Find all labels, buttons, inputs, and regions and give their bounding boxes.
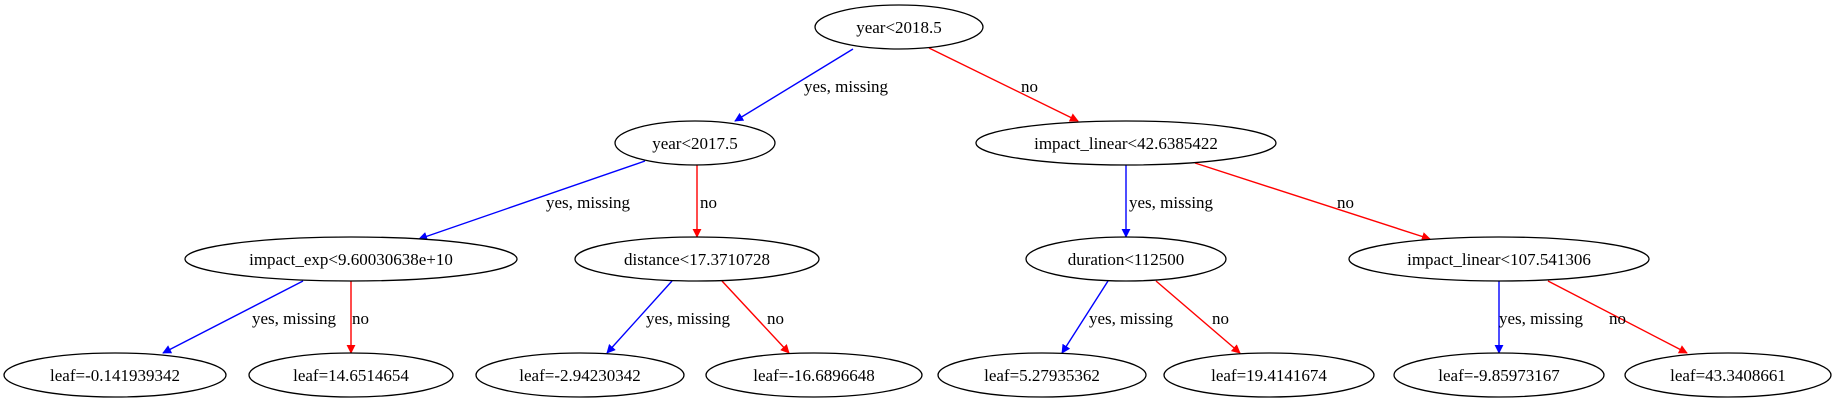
node-label-n6: impact_linear<107.541306: [1407, 250, 1591, 269]
node-ellipse-n3: [184, 236, 518, 282]
edge-yes-n0-n1: [734, 48, 854, 122]
node-label-n12: leaf=19.4141674: [1211, 366, 1327, 385]
node-ellipse-n5: [1025, 236, 1227, 282]
node-ellipse-n1: [614, 120, 776, 166]
edge-no-n2-n6: [1194, 162, 1431, 241]
edge-no-n6-n14: [1547, 280, 1688, 354]
node-ellipse-n7: [3, 352, 227, 398]
edge-no-n4-n10: [721, 280, 790, 354]
node-label-n8: leaf=14.6514654: [293, 366, 409, 385]
split-node-n3: impact_exp<9.60030638e+10: [184, 236, 518, 282]
split-node-n6: impact_linear<107.541306: [1348, 236, 1650, 282]
node-label-n0: year<2018.5: [856, 18, 942, 37]
edge-label-n6-n14: no: [1609, 309, 1626, 328]
node-ellipse-n6: [1348, 236, 1650, 282]
edge-label-n4-n10: no: [767, 309, 784, 328]
split-node-n1: year<2017.5: [614, 120, 776, 166]
node-label-n4: distance<17.3710728: [624, 250, 770, 269]
edge-no-n5-n12: [1155, 280, 1241, 354]
node-ellipse-n11: [937, 352, 1147, 398]
leaf-node-n13: leaf=-9.85973167: [1393, 352, 1605, 398]
edge-label-n2-n5: yes, missing: [1129, 193, 1214, 212]
edge-label-n6-n13: yes, missing: [1499, 309, 1584, 328]
edge-yes-n1-n3: [418, 160, 646, 241]
node-ellipse-n4: [574, 236, 820, 282]
node-ellipse-n2: [975, 120, 1277, 166]
edge-label-n0-n2: no: [1021, 77, 1038, 96]
nodes-layer: year<2018.5 year<2017.5 impact_linear<42.6…: [3, 4, 1832, 398]
leaf-node-n10: leaf=-16.6896648: [705, 352, 923, 398]
edge-label-n2-n6: no: [1337, 193, 1354, 212]
leaf-node-n11: leaf=5.27935362: [937, 352, 1147, 398]
node-label-n13: leaf=-9.85973167: [1438, 366, 1560, 385]
edge-label-n4-n9: yes, missing: [646, 309, 731, 328]
split-node-n5: duration<112500: [1025, 236, 1227, 282]
edge-label-n5-n12: no: [1212, 309, 1229, 328]
node-label-n10: leaf=-16.6896648: [753, 366, 874, 385]
node-label-n9: leaf=-2.94230342: [519, 366, 640, 385]
edge-yes-n5-n11: [1061, 280, 1109, 354]
node-label-n7: leaf=-0.141939342: [50, 366, 180, 385]
node-label-n5: duration<112500: [1068, 250, 1185, 269]
edge-yes-n3-n7: [162, 280, 304, 354]
edge-label-n3-n8: no: [352, 309, 369, 328]
node-label-n3: impact_exp<9.60030638e+10: [249, 250, 453, 269]
node-label-n1: year<2017.5: [652, 134, 738, 153]
node-label-n14: leaf=43.3408661: [1670, 366, 1786, 385]
node-label-n2: impact_linear<42.6385422: [1034, 134, 1218, 153]
edge-label-n1-n3: yes, missing: [546, 193, 631, 212]
edge-label-n0-n1: yes, missing: [804, 77, 889, 96]
split-node-n2: impact_linear<42.6385422: [975, 120, 1277, 166]
split-node-n0: year<2018.5: [814, 4, 984, 50]
leaf-node-n8: leaf=14.6514654: [248, 352, 454, 398]
edge-label-n3-n7: yes, missing: [252, 309, 337, 328]
leaf-node-n7: leaf=-0.141939342: [3, 352, 227, 398]
node-ellipse-n8: [248, 352, 454, 398]
edge-label-n1-n4: no: [700, 193, 717, 212]
node-ellipse-n0: [814, 4, 984, 50]
node-ellipse-n13: [1393, 352, 1605, 398]
edge-no-n0-n2: [928, 47, 1079, 122]
leaf-node-n14: leaf=43.3408661: [1624, 352, 1832, 398]
edges-layer: yes, missing no yes, missing no yes, missing…: [162, 47, 1688, 354]
node-label-n11: leaf=5.27935362: [984, 366, 1100, 385]
edge-label-n5-n11: yes, missing: [1089, 309, 1174, 328]
node-ellipse-n14: [1624, 352, 1832, 398]
leaf-node-n12: leaf=19.4141674: [1163, 352, 1375, 398]
node-ellipse-n12: [1163, 352, 1375, 398]
edge-yes-n4-n9: [606, 280, 673, 354]
node-ellipse-n9: [475, 352, 685, 398]
split-node-n4: distance<17.3710728: [574, 236, 820, 282]
node-ellipse-n10: [705, 352, 923, 398]
leaf-node-n9: leaf=-2.94230342: [475, 352, 685, 398]
